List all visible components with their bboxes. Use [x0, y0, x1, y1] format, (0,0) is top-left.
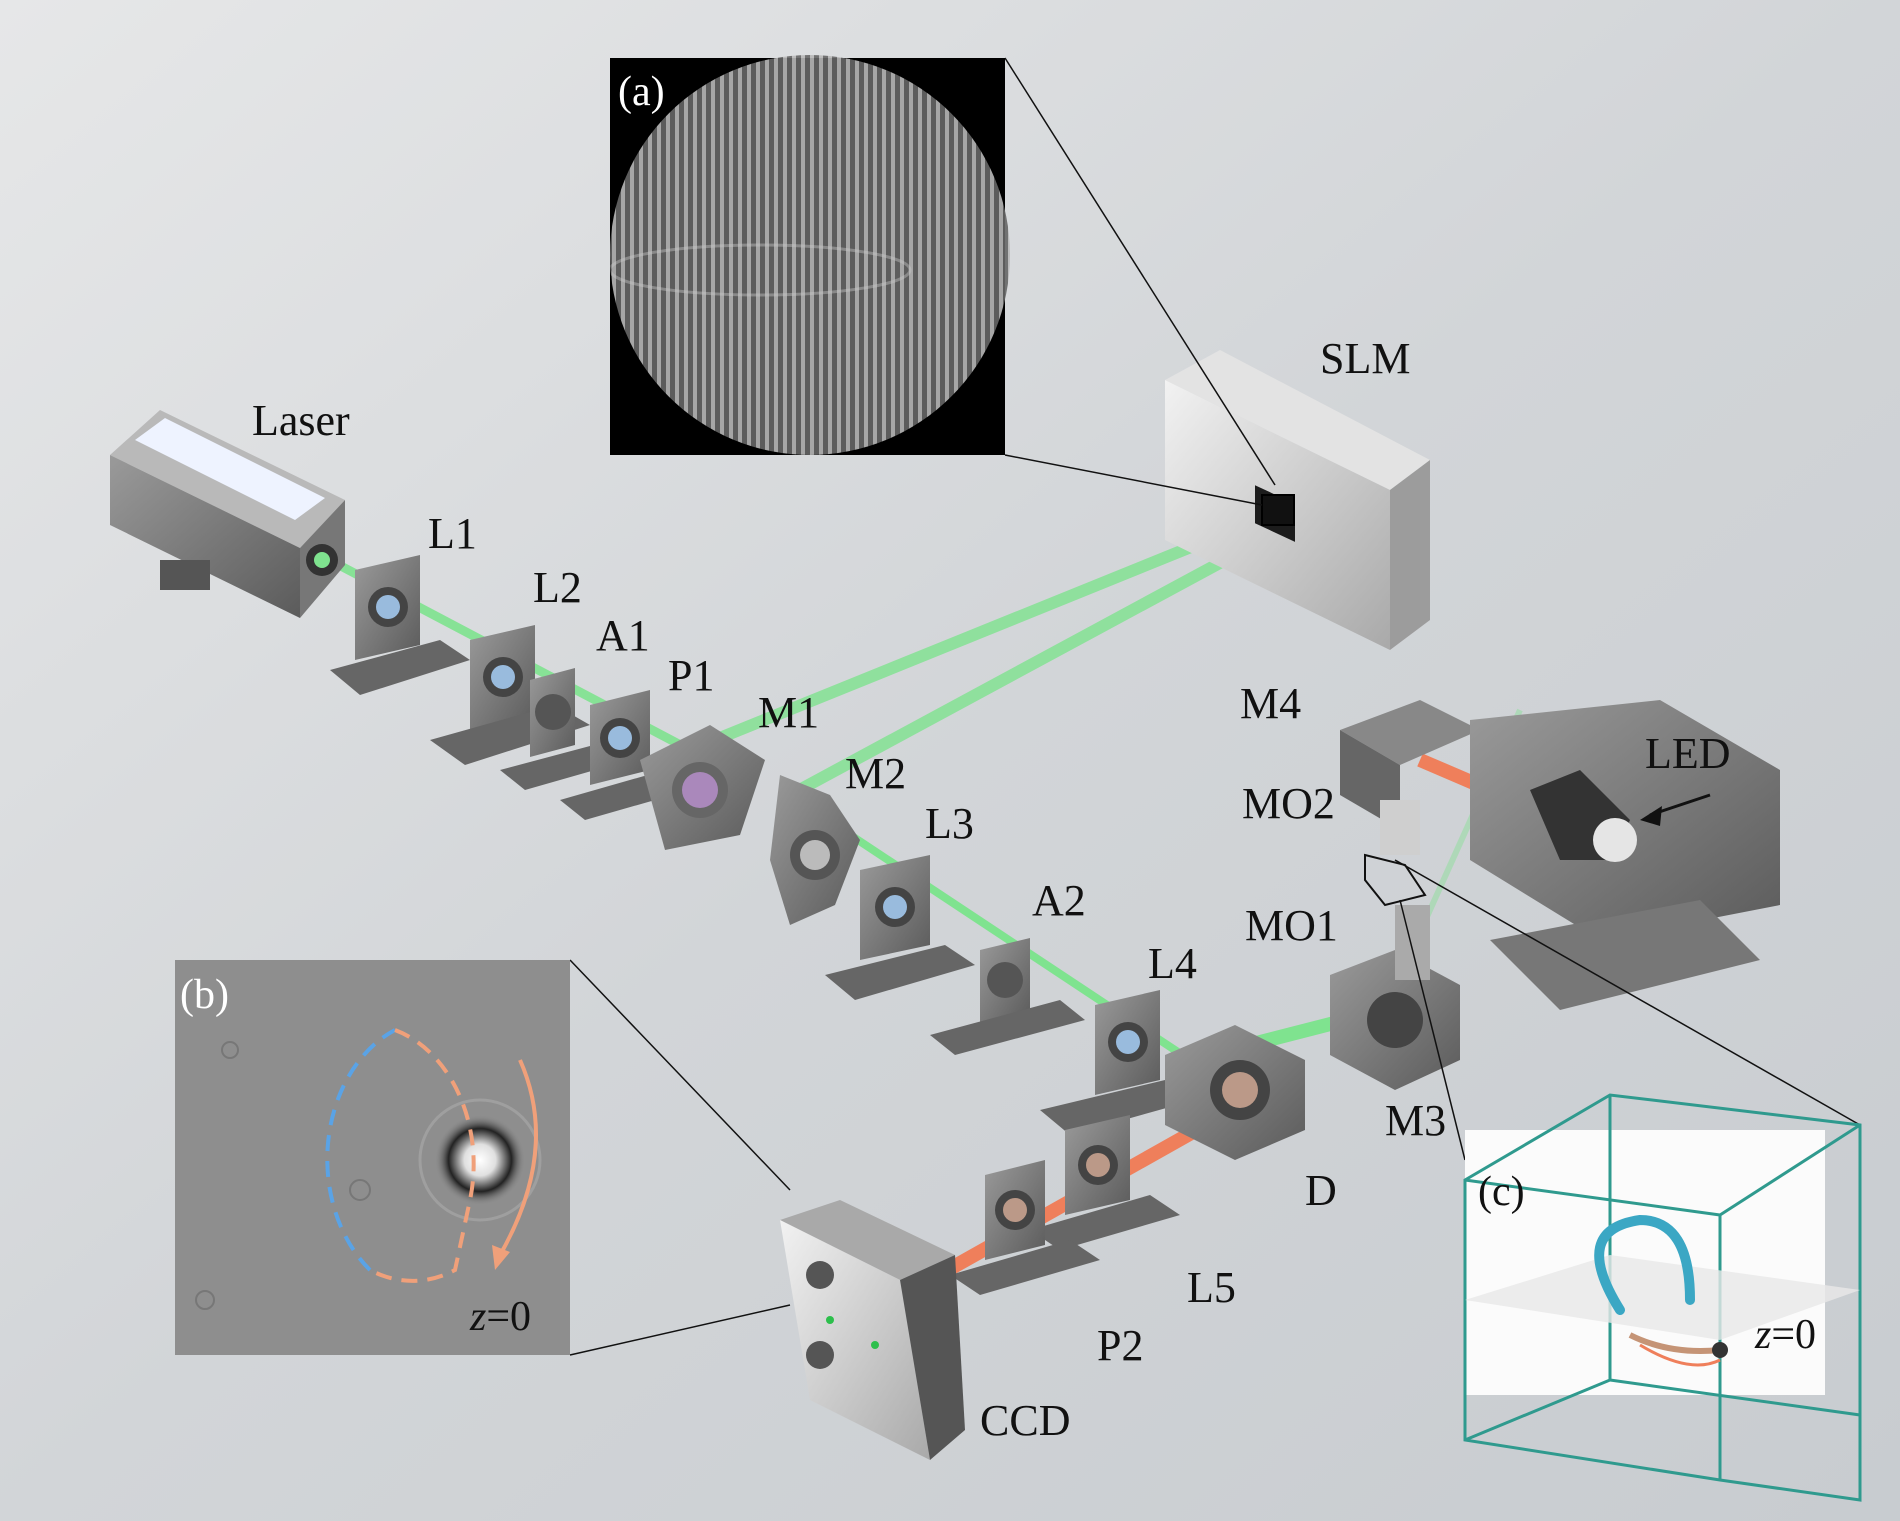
slm-unit	[1165, 350, 1430, 650]
z0-plane	[1465, 1255, 1860, 1340]
label-m1: M1	[758, 688, 819, 737]
label-d: D	[1305, 1166, 1337, 1215]
mount-l1	[330, 555, 470, 695]
microscope-stage	[1340, 700, 1780, 1010]
trajectory-3d	[1594, 1214, 1695, 1315]
mount-a2	[930, 938, 1085, 1055]
led-source	[1530, 770, 1637, 862]
mount-m3	[1330, 950, 1460, 1090]
label-p1: P1	[668, 651, 714, 700]
label-mo1: MO1	[1245, 901, 1338, 950]
label-l2: L2	[533, 563, 582, 612]
inset-c: (c) z=0	[1364, 853, 1862, 1502]
trapped-particle	[435, 1115, 525, 1205]
rotation-arrow	[498, 1059, 538, 1256]
label-a2: A2	[1032, 876, 1086, 925]
ccd-camera	[780, 1200, 965, 1460]
inset-c-label: (c)	[1478, 1169, 1525, 1215]
component-labels: Laser L1 L2 A1 P1 M1 M2 L3 A2 L4 SLM M4 …	[252, 334, 1731, 1445]
label-m2: M2	[845, 749, 906, 798]
mount-l4	[1040, 990, 1195, 1135]
mount-l5	[1030, 1115, 1180, 1250]
trajectory-blue	[325, 1028, 396, 1272]
label-l3: L3	[925, 799, 974, 848]
label-led: LED	[1645, 729, 1731, 778]
inset-b: (b) z=0	[175, 959, 791, 1356]
inset-b-label: (b)	[180, 972, 229, 1018]
mount-l3	[825, 855, 975, 1000]
label-l1: L1	[428, 509, 477, 558]
label-ccd: CCD	[980, 1396, 1070, 1445]
inset-c-z-label: z=0	[1754, 1312, 1816, 1358]
mount-p2	[950, 1160, 1100, 1295]
inset-a-label: (a)	[618, 69, 665, 115]
label-l5: L5	[1187, 1263, 1236, 1312]
label-mo2: MO2	[1242, 779, 1335, 828]
label-m3: M3	[1385, 1096, 1446, 1145]
label-slm: SLM	[1320, 334, 1410, 383]
trajectory-orange	[369, 1028, 476, 1283]
label-a1: A1	[596, 611, 650, 660]
label-l4: L4	[1148, 939, 1197, 988]
label-m4: M4	[1240, 679, 1301, 728]
mount-d	[1165, 1025, 1305, 1160]
label-p2: P2	[1097, 1321, 1143, 1370]
mount-m2	[770, 775, 860, 925]
inset-b-z-label: z=0	[469, 1294, 531, 1340]
inset-a: (a)	[610, 55, 1276, 506]
mount-m1	[640, 725, 765, 850]
laser-unit	[110, 410, 345, 618]
hologram-pattern	[610, 55, 1010, 455]
label-laser: Laser	[252, 396, 350, 445]
